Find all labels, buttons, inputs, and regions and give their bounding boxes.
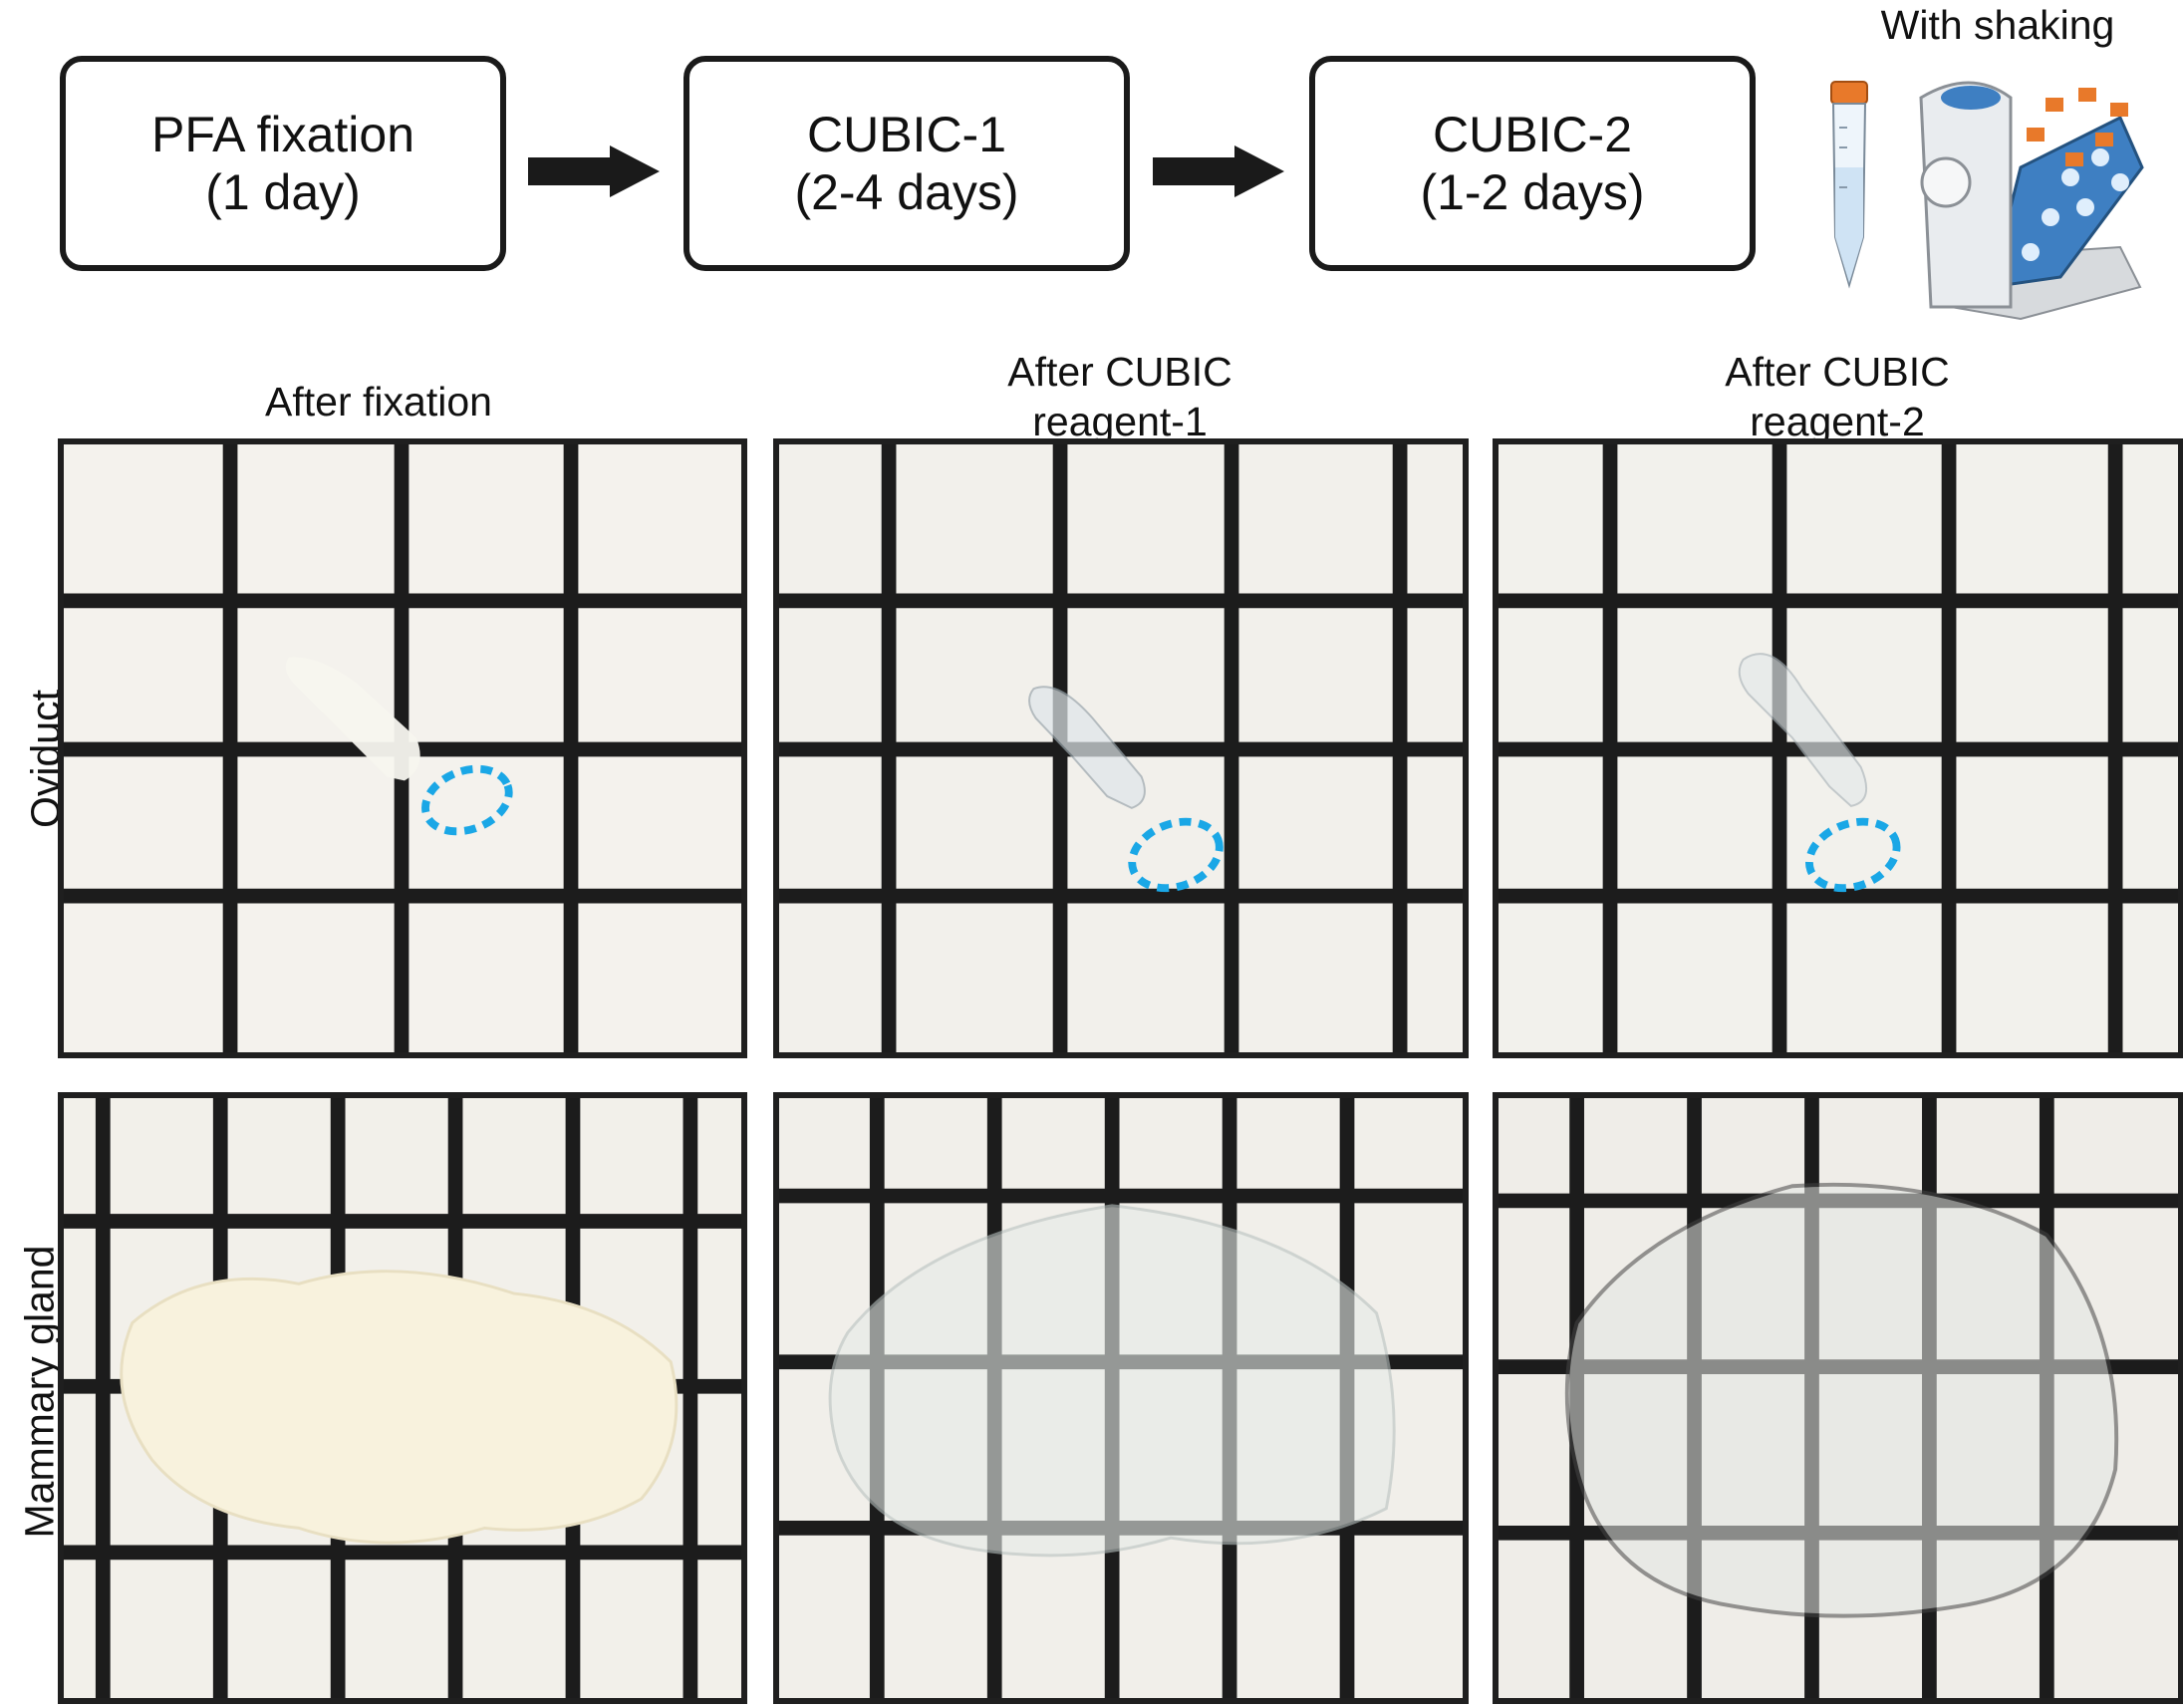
photo-oviduct-after-cubic-2 bbox=[1493, 438, 2183, 1058]
step-duration: (1 day) bbox=[205, 164, 361, 220]
photo-mammary-gland-after-cubic-1 bbox=[773, 1092, 1469, 1704]
highlight-ellipse bbox=[1804, 817, 1901, 893]
step-title: PFA fixation bbox=[150, 107, 415, 162]
step-box-pfa-fixation: PFA fixation (1 day) bbox=[60, 56, 506, 271]
photo-mammary-gland-after-fixation bbox=[58, 1092, 747, 1704]
tube-rotator-illustration bbox=[1830, 81, 2144, 321]
column-header-after-cubic-reagent-1: After CUBIC reagent-1 bbox=[1007, 349, 1232, 444]
rotator-icon bbox=[1919, 81, 2144, 321]
conical-tube-icon bbox=[1830, 81, 1868, 289]
photo-oviduct-after-fixation bbox=[58, 438, 747, 1058]
step-title: CUBIC-1 bbox=[806, 107, 1007, 162]
row-label-mammary-gland: Mammary gland bbox=[16, 1245, 63, 1539]
highlight-ellipse bbox=[1128, 817, 1224, 893]
highlight-ellipse bbox=[421, 764, 513, 836]
step-duration: (1-2 days) bbox=[1420, 164, 1645, 220]
step-box-cubic-1: CUBIC-1 (2-4 days) bbox=[683, 56, 1130, 271]
step-duration: (2-4 days) bbox=[794, 164, 1019, 220]
arrow-right-icon bbox=[528, 145, 660, 197]
column-header-after-cubic-reagent-2: After CUBIC reagent-2 bbox=[1725, 349, 1950, 444]
column-header-after-fixation: After fixation bbox=[265, 379, 492, 425]
photo-oviduct-after-cubic-1 bbox=[773, 438, 1469, 1058]
arrow-right-icon bbox=[1153, 145, 1284, 197]
with-shaking-label: With shaking bbox=[1880, 2, 2115, 48]
step-box-cubic-2: CUBIC-2 (1-2 days) bbox=[1309, 56, 1756, 271]
photo-mammary-gland-after-cubic-2 bbox=[1493, 1092, 2183, 1704]
step-title: CUBIC-2 bbox=[1432, 107, 1633, 162]
